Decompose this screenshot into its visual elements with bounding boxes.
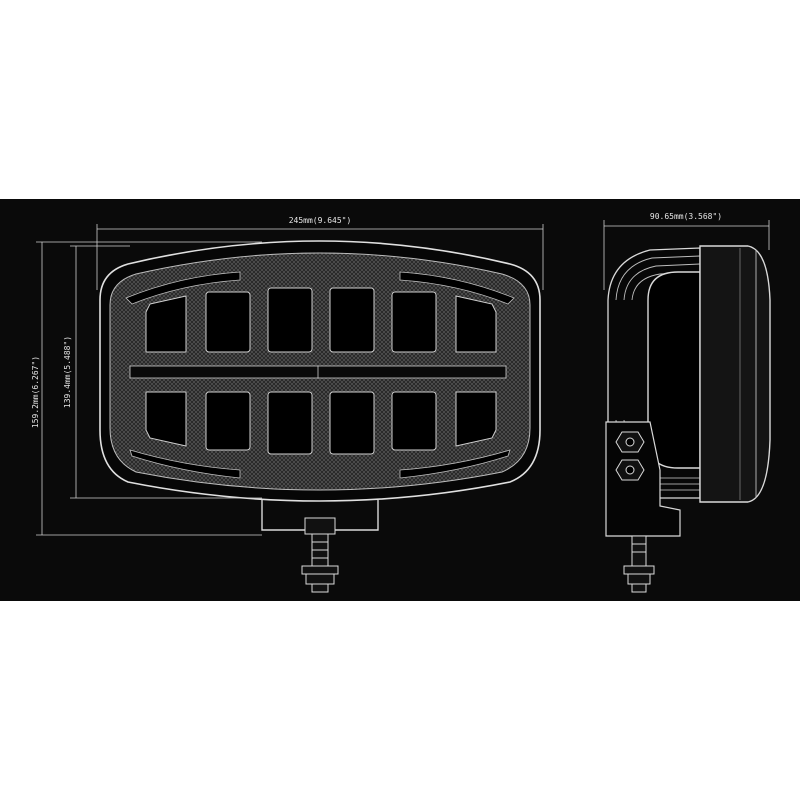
- grille-top-row: [145, 287, 497, 353]
- bottom-fins: [658, 477, 700, 491]
- depth-dimension: [603, 220, 770, 290]
- accent-slots: [125, 271, 515, 479]
- height-inner-dimension: [70, 245, 262, 499]
- bracket-nuts: [615, 431, 645, 481]
- side-rear-loop: [647, 271, 701, 469]
- grille-bottom-row: [145, 391, 497, 455]
- front-view: [99, 240, 541, 593]
- side-view: [605, 245, 771, 593]
- front-bolt: [301, 533, 339, 593]
- width-dimension: [96, 224, 544, 290]
- height-inner-label: 139.4mm(5.488"): [63, 336, 72, 408]
- width-label: 245mm(9.645"): [289, 216, 352, 225]
- depth-label: 90.65mm(3.568"): [650, 212, 722, 221]
- side-bolt: [623, 535, 655, 593]
- height-outer-label: 159.2mm(6.267"): [31, 356, 40, 428]
- height-outer-dimension: [36, 241, 262, 536]
- side-lens: [699, 245, 771, 503]
